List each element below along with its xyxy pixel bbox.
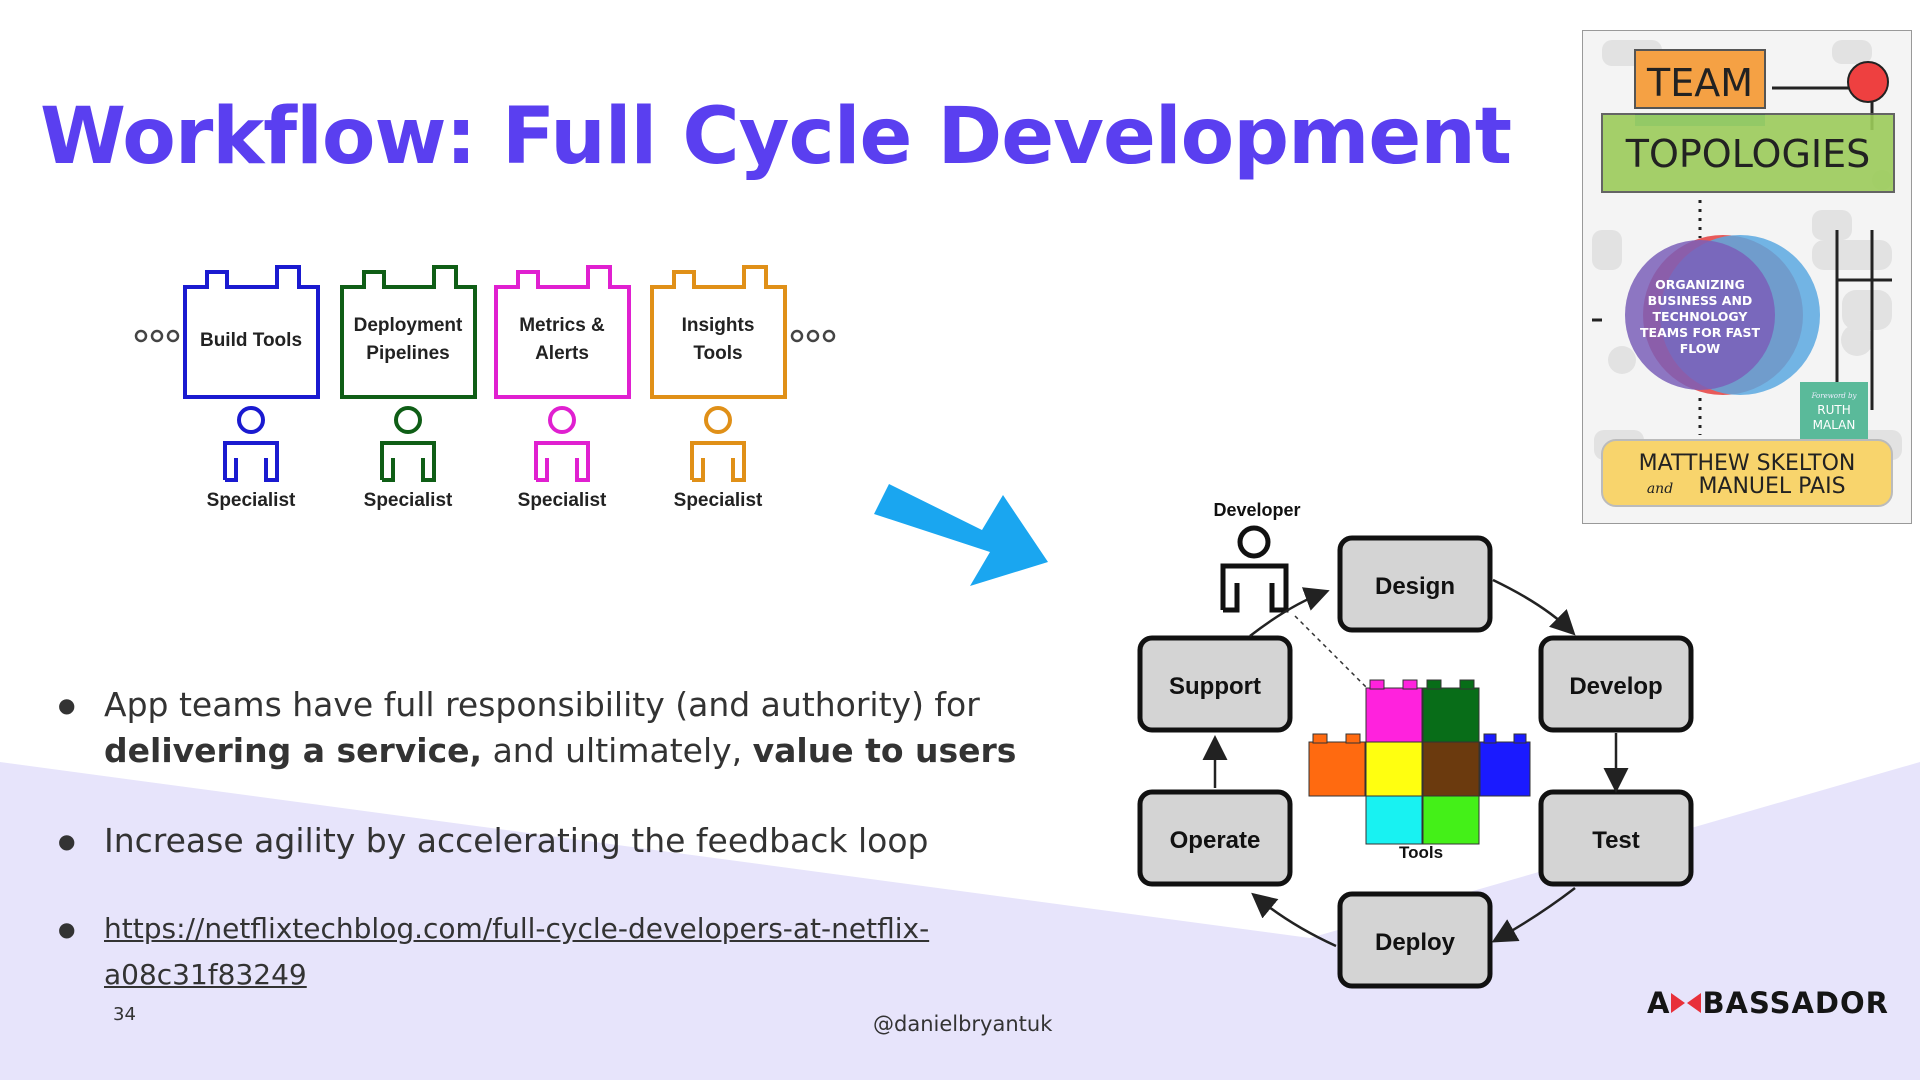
specialist-tool-build-tools: Build Tools Specialist [183,265,320,511]
specialist-box-label: Pipelines [366,343,449,364]
bullet-item: Increase agility by accelerating the fee… [58,818,1058,864]
book-foreword-name: MALAN [1813,418,1856,432]
developer-person-icon [1220,525,1289,613]
tools-label: Tools [1399,843,1443,862]
specialist-box-label: Deployment [354,315,463,336]
stage-label: Deploy [1375,929,1456,956]
team-topologies-book-cover: TEAM TOPOLOGIES ORGANIZING BUSINESS AND … [1582,30,1912,524]
ellipsis-right-icon [790,329,836,343]
specialist-tool-metrics-alerts: Metrics & Alerts Specialist [494,265,631,511]
bullet-bold: value to users [752,731,1017,770]
bullet-text: App teams have full responsibility (and … [104,685,980,724]
stage-design: Design [1337,535,1493,633]
bullet-text: Increase agility by accelerating the fee… [104,821,929,860]
stage-test: Test [1538,789,1694,887]
specialist-label: Specialist [207,490,296,511]
specialist-label: Specialist [364,490,453,511]
stage-label: Design [1375,573,1455,600]
book-title-line2: TOPOLOGIES [1625,132,1870,176]
stage-develop: Develop [1538,635,1694,733]
bullet-list: App teams have full responsibility (and … [58,682,1058,998]
book-subtitle: ORGANIZING [1655,277,1745,292]
person-icon [223,406,279,482]
tools-blocks-icon [1308,679,1531,845]
book-foreword-label: Foreword by [1811,392,1858,400]
person-icon [534,406,590,482]
specialist-box-label: Build Tools [200,330,302,351]
bullet-text: and ultimately, [482,731,753,770]
specialist-label: Specialist [518,490,607,511]
transition-arrow-icon [874,484,1048,586]
person-icon [380,406,436,482]
bullet-item: https://netflixtechblog.com/full-cycle-d… [58,906,1058,998]
specialist-box-label: Alerts [535,343,589,364]
slide-number: 34 [113,1004,136,1025]
stage-label: Operate [1170,827,1261,854]
stage-label: Test [1592,827,1640,854]
twitter-handle: @danielbryantuk [873,1012,1053,1036]
bullet-item: App teams have full responsibility (and … [58,682,1058,774]
specialist-box-label: Insights [682,315,755,336]
stage-label: Develop [1569,673,1662,700]
stage-deploy: Deploy [1337,891,1493,989]
specialist-box-label: Tools [693,343,742,364]
specialist-tool-deployment-pipelines: Deployment Pipelines Specialist [340,265,477,511]
book-foreword-name: RUTH [1817,403,1850,417]
stage-support: Support [1137,635,1293,733]
specialist-tool-insights-tools: Insights Tools Specialist [650,265,787,511]
ambassador-logo-icon [1671,993,1702,1013]
ellipsis-left-icon [134,329,180,343]
book-author2: MANUEL PAIS [1698,474,1845,499]
netflix-blog-link[interactable]: https://netflixtechblog.com/full-cycle-d… [104,912,930,991]
book-title-line1: TEAM [1646,61,1753,105]
page-title: Workflow: Full Cycle Development [40,92,1512,182]
cycle-arrows [1202,578,1629,948]
bullet-bold: delivering a service, [104,731,483,770]
book-subtitle: FLOW [1680,341,1721,356]
developer-label: Developer [1213,500,1300,520]
book-author1: MATTHEW SKELTON [1639,451,1856,476]
book-subtitle: TEAMS FOR FAST [1640,325,1760,340]
stage-label: Support [1169,673,1261,700]
stage-operate: Operate [1137,789,1293,887]
specialist-label: Specialist [674,490,763,511]
specialist-box-label: Metrics & [519,315,605,336]
book-author-join: and [1647,481,1673,497]
book-subtitle: TECHNOLOGY [1653,309,1749,324]
person-icon [690,406,746,482]
book-subtitle: BUSINESS AND [1648,293,1753,308]
